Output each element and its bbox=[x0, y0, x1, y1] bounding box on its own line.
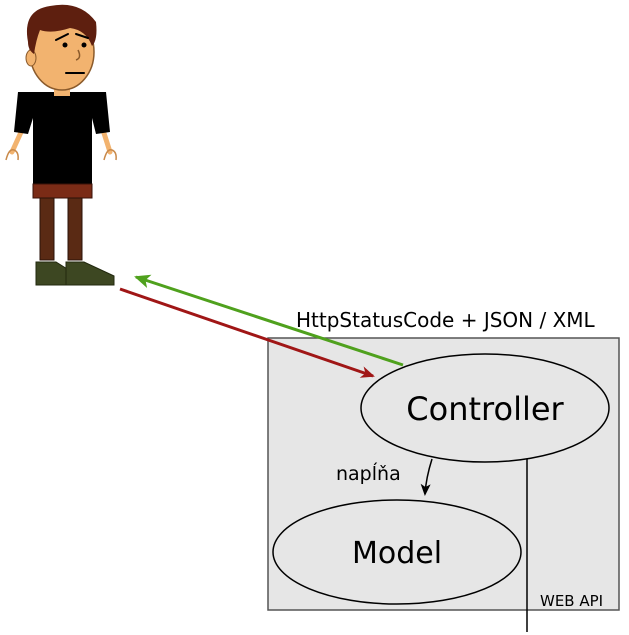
user-figure-icon bbox=[5, 4, 117, 286]
model-label: Model bbox=[352, 536, 442, 571]
request-arrow bbox=[119, 287, 375, 378]
response-arrow bbox=[134, 274, 404, 367]
controller-node bbox=[360, 353, 610, 463]
response-label: HttpStatusCode + JSON / XML bbox=[296, 308, 596, 332]
container-label: WEB API bbox=[540, 592, 603, 610]
controller-label: Controller bbox=[406, 390, 564, 428]
fills-arrow bbox=[420, 458, 433, 496]
fills-label: napĺňa bbox=[336, 462, 401, 485]
model-node bbox=[272, 499, 522, 605]
